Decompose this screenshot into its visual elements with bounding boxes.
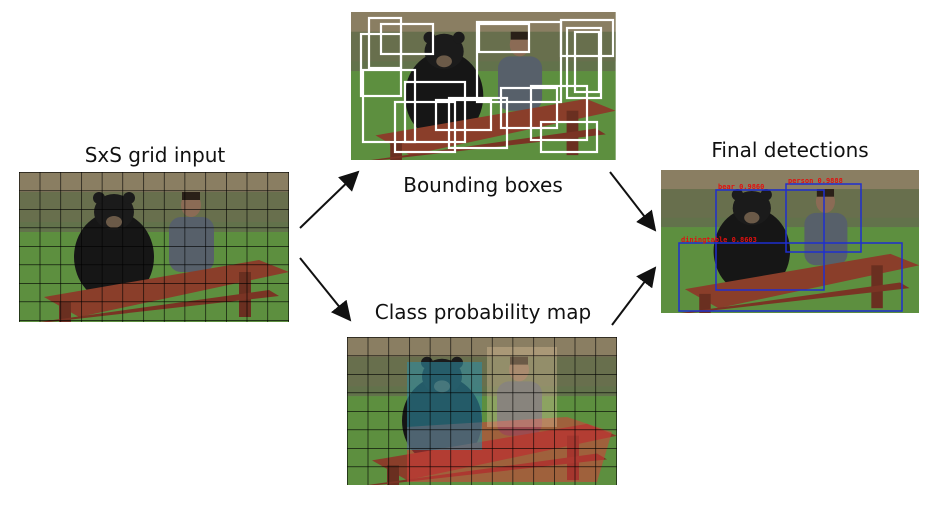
arrow-classmap-to-final [611, 266, 657, 326]
class-probability-map-image [347, 337, 617, 485]
person-box [785, 183, 862, 253]
diningtable-box [678, 242, 903, 312]
bear-box [715, 189, 825, 291]
bear-detection-label: bear 0.9860 [718, 183, 764, 191]
predicted-boxes [359, 16, 615, 154]
arrow-input-to-boxes [299, 170, 360, 229]
detection-boxes [678, 183, 903, 312]
bounding-boxes-image [351, 12, 616, 160]
class-map-label: Class probability map [374, 300, 592, 324]
final-label: Final detections [711, 138, 869, 162]
final-detections-image: bear 0.9860 person 0.9888 diningtable 0.… [661, 170, 919, 313]
arrow-boxes-to-final [609, 171, 657, 232]
person-detection-label: person 0.9888 [788, 177, 843, 185]
bounding-boxes-label: Bounding boxes [403, 173, 563, 197]
diningtable-detection-label: diningtable 0.8603 [681, 236, 757, 244]
grid-input-image [19, 172, 289, 322]
arrow-input-to-classmap [299, 257, 352, 322]
input-label: SxS grid input [84, 143, 226, 167]
